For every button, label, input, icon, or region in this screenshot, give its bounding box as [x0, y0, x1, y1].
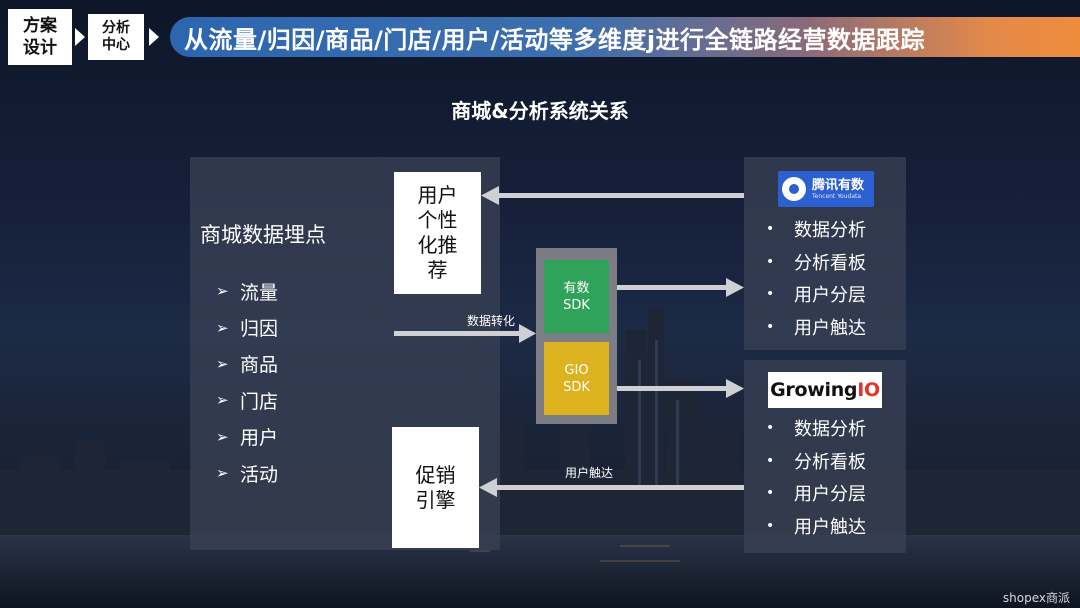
arrow-bullet-icon: ➢: [216, 464, 229, 483]
data-convert-label: 数据转化: [467, 314, 516, 328]
list-item: •用户分层: [766, 484, 866, 506]
list-item: •数据分析: [766, 220, 866, 242]
section-tag-solution-design: 方案设计: [8, 9, 72, 65]
youdata-logo-icon: [782, 177, 806, 201]
tencent-youdata-panel: 腾讯有数 Tencent Youdata •数据分析 •分析看板 •用户分层 •…: [744, 157, 906, 350]
bullet-icon: •: [766, 420, 775, 437]
list-item: ➢商品: [216, 354, 279, 377]
youshu-sdk-box: 有数SDK: [544, 260, 609, 333]
user-reach-label: 用户触达: [565, 466, 614, 480]
arrow-left-icon: [479, 478, 744, 497]
tencent-feature-list: •数据分析 •分析看板 •用户分层 •用户触达: [766, 213, 866, 343]
bullet-icon: •: [766, 517, 775, 534]
mall-tracking-title: 商城数据埋点: [200, 223, 326, 247]
arrow-right-icon: [394, 324, 536, 343]
arrow-right-icon: [617, 278, 744, 297]
header-banner: 从流量/归因/商品/门店/用户/活动等多维度j进行全链路经营数据跟踪: [170, 17, 1080, 57]
promotion-engine-box: 促销引擎: [392, 427, 479, 548]
tencent-youdata-logo: 腾讯有数 Tencent Youdata: [778, 171, 874, 207]
list-item: ➢用户: [216, 427, 279, 450]
list-item: •用户触达: [766, 516, 866, 538]
tracking-dimension-list: ➢流量 ➢归因 ➢商品 ➢门店 ➢用户 ➢活动: [216, 273, 278, 491]
bullet-icon: •: [766, 452, 775, 469]
bullet-icon: •: [766, 221, 775, 238]
footer-brand: shopex商派: [1002, 591, 1070, 605]
list-item: •用户分层: [766, 285, 866, 307]
arrow-right-icon: [617, 379, 744, 398]
list-item: •数据分析: [766, 419, 866, 441]
chevron-right-icon: [149, 28, 159, 46]
arrow-bullet-icon: ➢: [216, 282, 229, 301]
arrow-bullet-icon: ➢: [216, 427, 229, 446]
recommendation-box: 用户个性化推荐: [394, 172, 481, 294]
list-item: •用户触达: [766, 317, 866, 339]
list-item: ➢归因: [216, 318, 279, 341]
bullet-icon: •: [766, 253, 775, 270]
list-item: •分析看板: [766, 451, 866, 473]
bullet-icon: •: [766, 485, 775, 502]
gio-sdk-box: GIO SDK: [544, 342, 609, 415]
section-tag-analysis-center: 分析中心: [88, 14, 144, 60]
growingio-feature-list: •数据分析 •分析看板 •用户分层 •用户触达: [766, 412, 866, 542]
bullet-icon: •: [766, 286, 775, 303]
arrow-bullet-icon: ➢: [216, 318, 229, 337]
bullet-icon: •: [766, 318, 775, 335]
list-item: ➢门店: [216, 390, 279, 413]
diagram-title: 商城&分析系统关系: [451, 99, 629, 123]
list-item: ➢活动: [216, 463, 279, 486]
arrow-bullet-icon: ➢: [216, 354, 229, 373]
arrow-bullet-icon: ➢: [216, 391, 229, 410]
chevron-right-icon: [75, 28, 85, 46]
list-item: •分析看板: [766, 252, 866, 274]
list-item: ➢流量: [216, 281, 279, 304]
sdk-container: 有数SDK GIO SDK: [536, 248, 617, 424]
arrow-left-icon: [481, 186, 744, 205]
